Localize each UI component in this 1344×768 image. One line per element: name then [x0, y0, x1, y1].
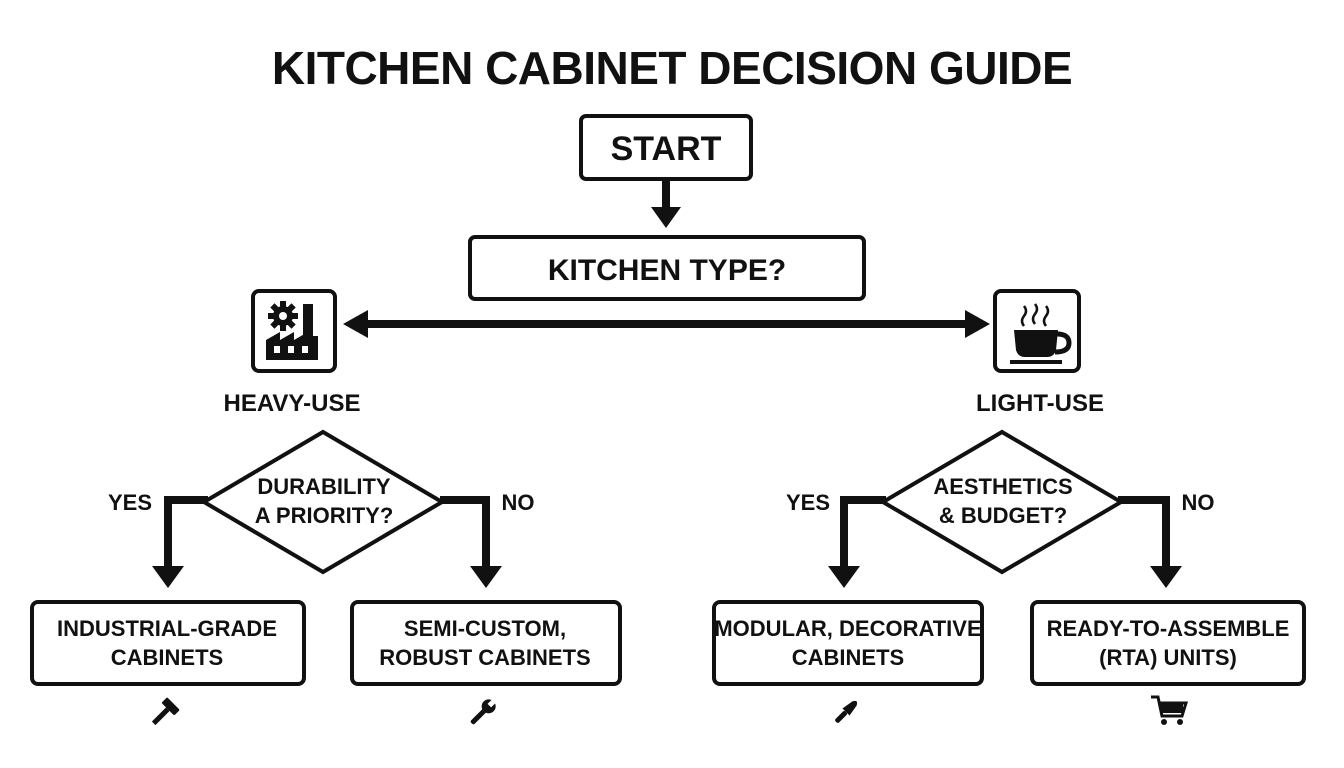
start-label: START: [611, 130, 722, 168]
shopping-cart-icon: [1151, 695, 1189, 725]
durability-decision-node: [200, 429, 446, 575]
aesthetics-decision-node: [879, 429, 1125, 575]
hammer-icon: [151, 697, 180, 726]
arrowhead-heavy-no: [470, 566, 502, 588]
industrial-grade-line2: CABINETS: [111, 645, 223, 670]
durability-question-line2: A PRIORITY?: [255, 503, 394, 528]
light-yes-label: YES: [786, 490, 830, 515]
coffee-cup-icon: [993, 289, 1081, 373]
durability-question-line1: DURABILITY: [257, 474, 391, 499]
factory-icon: [251, 289, 337, 373]
heavy-no-label: NO: [502, 490, 535, 515]
modular-decorative-result: [712, 600, 984, 686]
arrowhead-light-no: [1150, 566, 1182, 588]
arrowhead-left: [343, 310, 368, 338]
connector-heavy-no: [440, 496, 490, 568]
heavy-use-label: HEAVY-USE: [224, 390, 361, 417]
modular-decorative-line2: CABINETS: [792, 645, 904, 670]
rta-units-line2: (RTA) UNITS): [1099, 645, 1237, 670]
semi-custom-line2: ROBUST CABINETS: [379, 645, 590, 670]
aesthetics-question-line1: AESTHETICS: [933, 474, 1072, 499]
arrowhead-right: [965, 310, 990, 338]
rta-units-result: [1030, 600, 1306, 686]
semi-custom-result: [350, 600, 622, 686]
aesthetics-question-line2: & BUDGET?: [939, 503, 1067, 528]
connector-heavy-yes: [164, 496, 208, 568]
semi-custom-line1: SEMI-CUSTOM,: [404, 616, 566, 641]
connector-light-yes: [840, 496, 886, 568]
page-title: KITCHEN CABINET DECISION GUIDE: [272, 42, 1072, 94]
paintbrush-icon: [835, 700, 858, 723]
kitchen-type-node: [468, 235, 866, 301]
modular-decorative-line1: MODULAR, DECORATIVE: [714, 616, 981, 641]
light-no-label: NO: [1182, 490, 1215, 515]
connector-light-no: [1118, 496, 1170, 568]
wrench-icon: [470, 698, 497, 725]
arrowhead-light-yes: [828, 566, 860, 588]
heavy-yes-label: YES: [108, 490, 152, 515]
industrial-grade-result: [30, 600, 306, 686]
rta-units-line1: READY-TO-ASSEMBLE: [1047, 616, 1290, 641]
light-use-label: LIGHT-USE: [976, 390, 1104, 417]
arrowhead-heavy-yes: [152, 566, 184, 588]
industrial-grade-line1: INDUSTRIAL-GRADE: [57, 616, 277, 641]
arrowhead-start-type: [651, 207, 681, 228]
kitchen-type-label: KITCHEN TYPE?: [548, 254, 786, 287]
